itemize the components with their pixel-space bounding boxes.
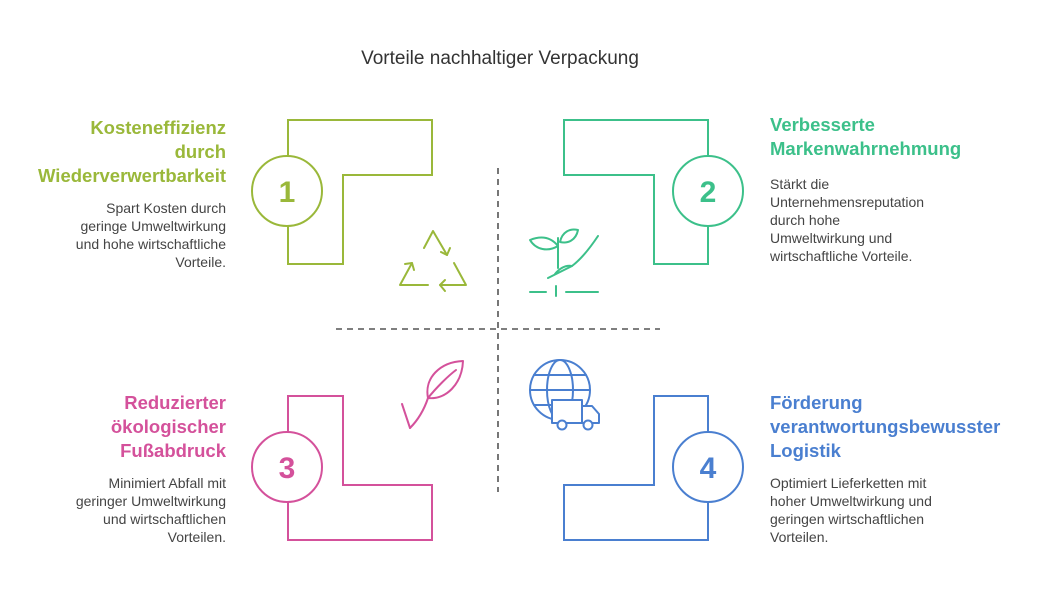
number-badge-2 — [672, 155, 744, 227]
quadrant-1-outline — [287, 119, 433, 265]
quadrant-4-outline — [563, 395, 709, 541]
number-badge-4 — [672, 431, 744, 503]
item-1-description: Spart Kosten durch geringe Umweltwirkung… — [75, 200, 226, 270]
number-3: 3 — [279, 452, 296, 485]
item-3-heading: Reduzierter ökologischer Fußabdruck — [110, 392, 226, 461]
number-badge-3 — [251, 431, 323, 503]
number-1: 1 — [279, 176, 296, 209]
leaf-icon — [401, 360, 464, 429]
number-badge-1 — [251, 155, 323, 227]
recycle-icon — [399, 230, 467, 292]
plant-hand-icon — [529, 228, 599, 297]
item-4-heading: Förderung verantwortungsbewusster Logist… — [770, 392, 1001, 461]
quadrant-3-outline — [287, 395, 433, 541]
item-1-heading: Kosteneffizienz durch Wiederverwertbarke… — [38, 117, 226, 186]
number-2: 2 — [700, 176, 717, 209]
quadrant-2-outline — [563, 119, 709, 265]
item-2-description: Stärkt die Unternehmensreputation durch … — [770, 176, 925, 264]
page-title: Vorteile nachhaltiger Verpackung — [361, 48, 639, 69]
number-4: 4 — [700, 452, 717, 485]
item-4-description: Optimiert Lieferketten mit hoher Umweltw… — [770, 475, 932, 545]
item-2-heading: Verbesserte Markenwahrnehmung — [770, 114, 962, 159]
globe-truck-icon — [529, 359, 600, 431]
item-3-description: Minimiert Abfall mit geringer Umweltwirk… — [75, 475, 226, 545]
